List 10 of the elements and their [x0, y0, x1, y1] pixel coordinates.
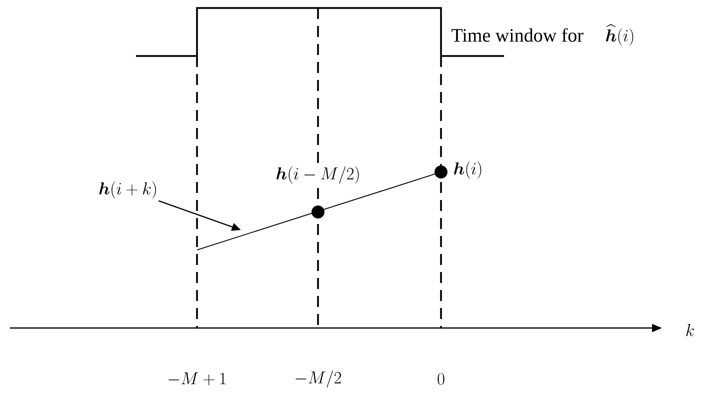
- axis-label: $k$: [684, 323, 696, 337]
- formula-label: $\widehat{\boldsymbol{h}}(i)$: [604, 23, 636, 47]
- tick-label: $0$: [436, 372, 446, 386]
- formula-label: $\boldsymbol{h}(i+k)$: [99, 181, 156, 199]
- formula-label: $\boldsymbol{h}(i-M/2)$: [274, 165, 362, 185]
- sample-line-drawing: [196, 166, 448, 250]
- formula-label: $\boldsymbol{h}(i)$: [452, 160, 484, 180]
- tick-label: $-M/2$: [293, 369, 343, 389]
- tick-label: $-M+1$: [166, 371, 228, 387]
- caption-text: Time window for: [450, 27, 584, 43]
